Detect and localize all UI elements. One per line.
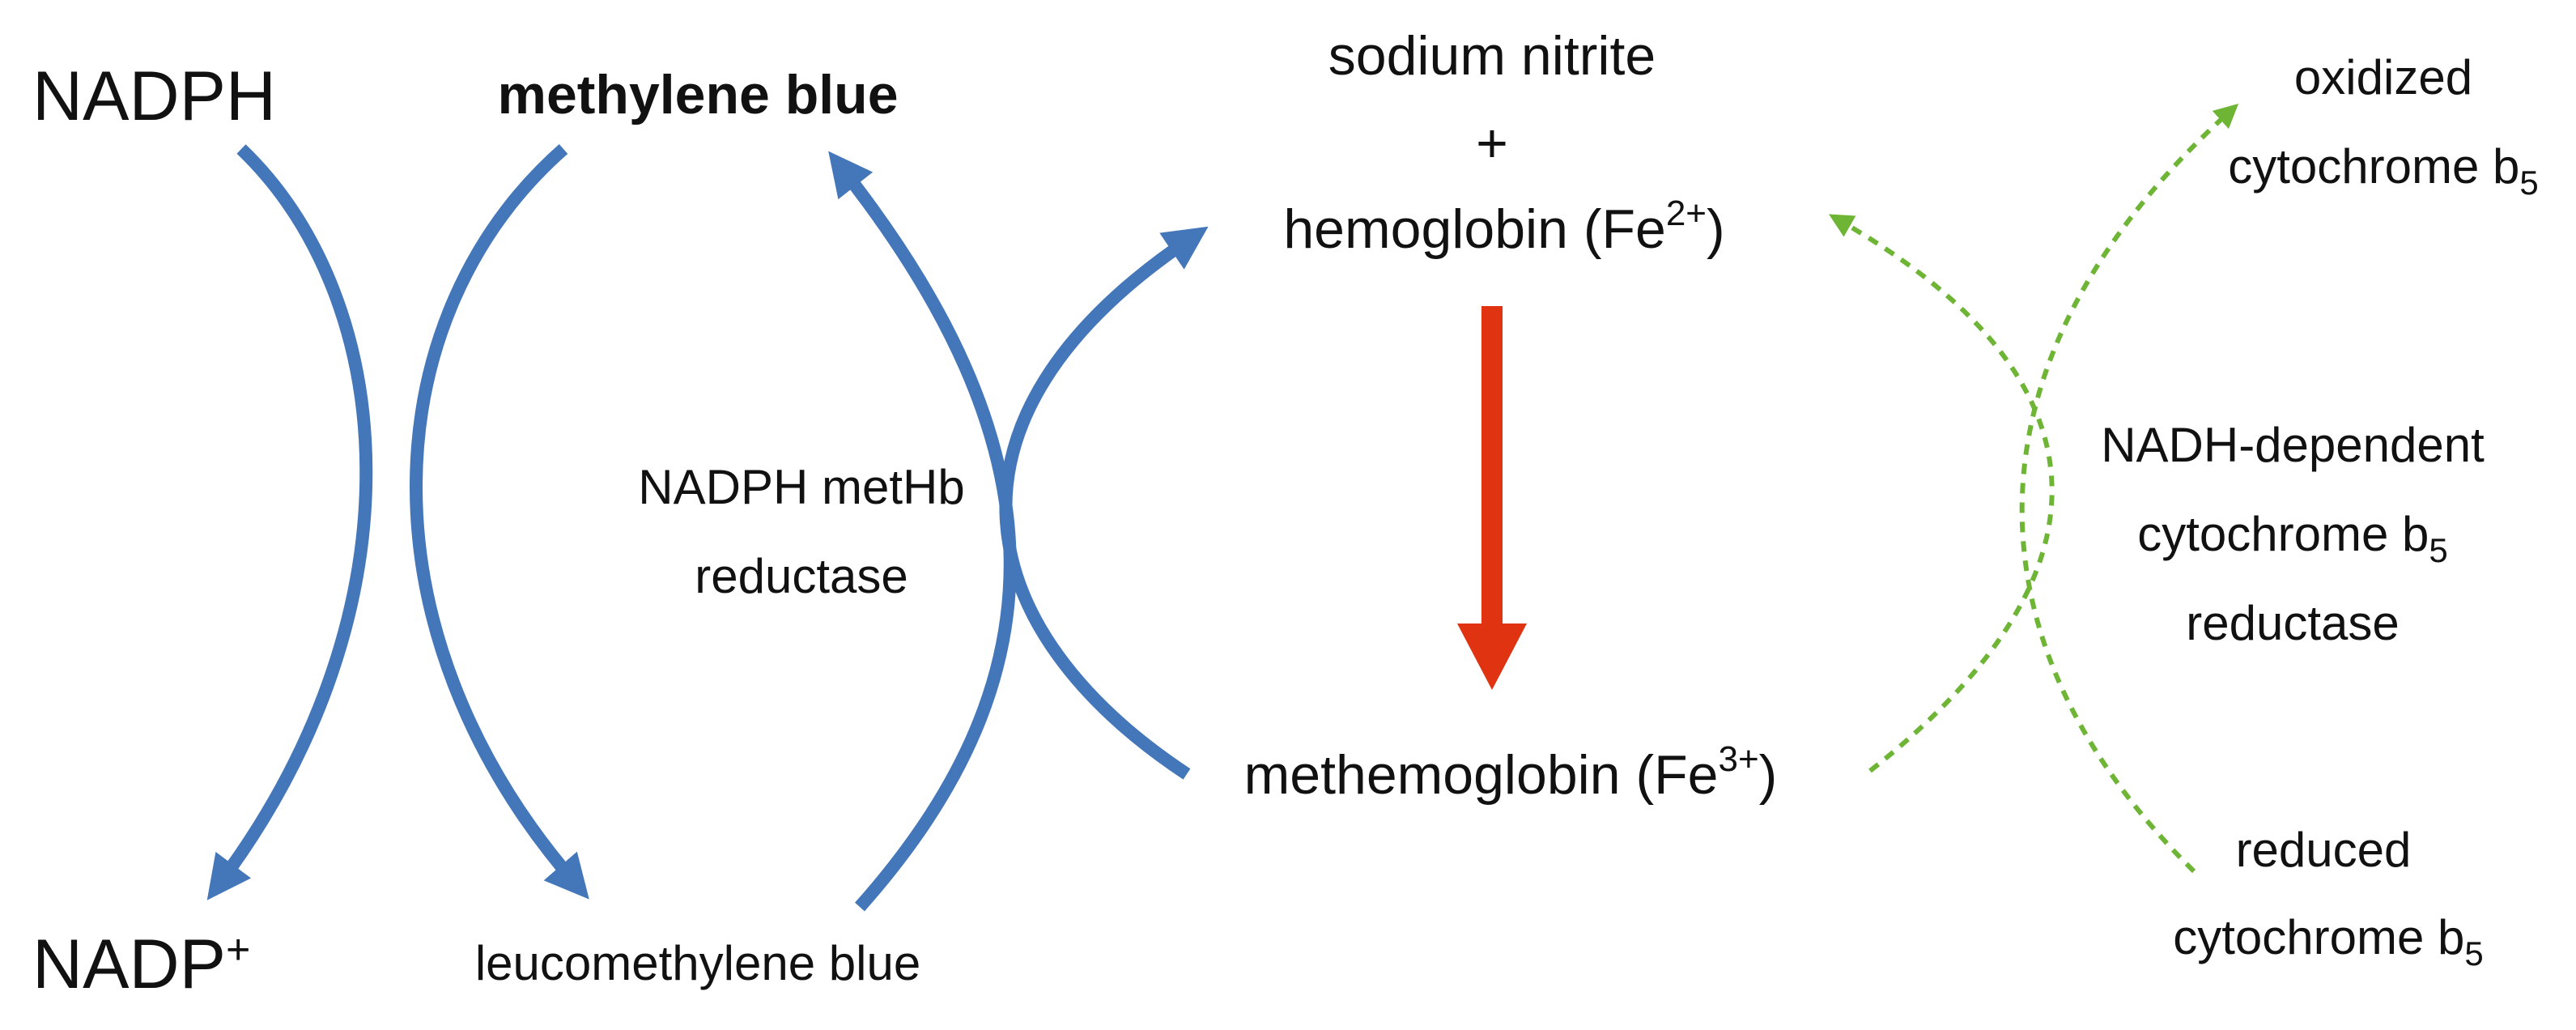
hemoglobin-main: hemoglobin (Fe bbox=[1283, 198, 1665, 260]
nadp-label: NADP+ bbox=[32, 926, 250, 1003]
oxidized-cytochrome-main: cytochrome b bbox=[2228, 139, 2519, 194]
nadh-cytochrome-subscript: 5 bbox=[2429, 531, 2447, 569]
reduced-cytochrome-main: cytochrome b bbox=[2173, 910, 2464, 964]
plus-sign: + bbox=[1476, 113, 1508, 174]
nadph-methb-reductase-line2: reductase bbox=[695, 549, 908, 603]
methemoglobin-superscript: 3+ bbox=[1719, 739, 1759, 779]
hemoglobin-close: ) bbox=[1707, 198, 1725, 260]
reduced-cytochrome-subscript: 5 bbox=[2464, 934, 2483, 973]
methemoglobin-main: methemoglobin (Fe bbox=[1244, 744, 1719, 806]
nadp-superscript: + bbox=[226, 926, 250, 973]
nadph-methb-reductase-line1: NADPH metHb bbox=[638, 460, 964, 514]
methemoglobin-to-hemoglobin-arrow bbox=[999, 226, 1209, 780]
nadh-reductase-line1: NADH-dependent bbox=[2101, 418, 2485, 472]
nadh-cytochrome-main: cytochrome b bbox=[2137, 507, 2429, 561]
reduced-label-line2: cytochrome b5 bbox=[2173, 910, 2484, 973]
nadph-to-nadp-arrow bbox=[206, 144, 373, 900]
nadh-reductase-line3: reductase bbox=[2186, 596, 2400, 650]
leucomethylene-blue-label: leucomethylene blue bbox=[475, 936, 920, 990]
methylene-blue-to-leucomethylene-arrow bbox=[410, 144, 589, 900]
cytochrome-b5-methemoglobin-to-hemoglobin-arrow bbox=[1828, 214, 2055, 773]
oxidized-label-line1: oxidized bbox=[2294, 50, 2472, 104]
leucomethylene-to-methylene-blue-arrow bbox=[828, 151, 1017, 912]
nadp-main: NADP bbox=[32, 926, 226, 1003]
oxidized-label-line2: cytochrome b5 bbox=[2228, 139, 2539, 202]
oxidized-cytochrome-subscript: 5 bbox=[2519, 164, 2538, 202]
hemoglobin-label: hemoglobin (Fe2+) bbox=[1283, 194, 1724, 260]
reduced-label-line1: reduced bbox=[2236, 823, 2412, 877]
nadph-label: NADPH bbox=[32, 57, 276, 135]
methylene-blue-label: methylene blue bbox=[497, 64, 898, 126]
methemoglobin-close: ) bbox=[1759, 744, 1778, 806]
methemoglobin-label: methemoglobin (Fe3+) bbox=[1244, 739, 1778, 806]
hemoglobin-to-methemoglobin-arrow bbox=[1457, 306, 1527, 690]
reduced-to-oxidized-cytochrome-b5-arrow bbox=[2019, 103, 2239, 874]
hemoglobin-superscript: 2+ bbox=[1666, 194, 1707, 233]
nadh-reductase-line2: cytochrome b5 bbox=[2137, 507, 2448, 569]
sodium-nitrite-label: sodium nitrite bbox=[1328, 25, 1656, 87]
